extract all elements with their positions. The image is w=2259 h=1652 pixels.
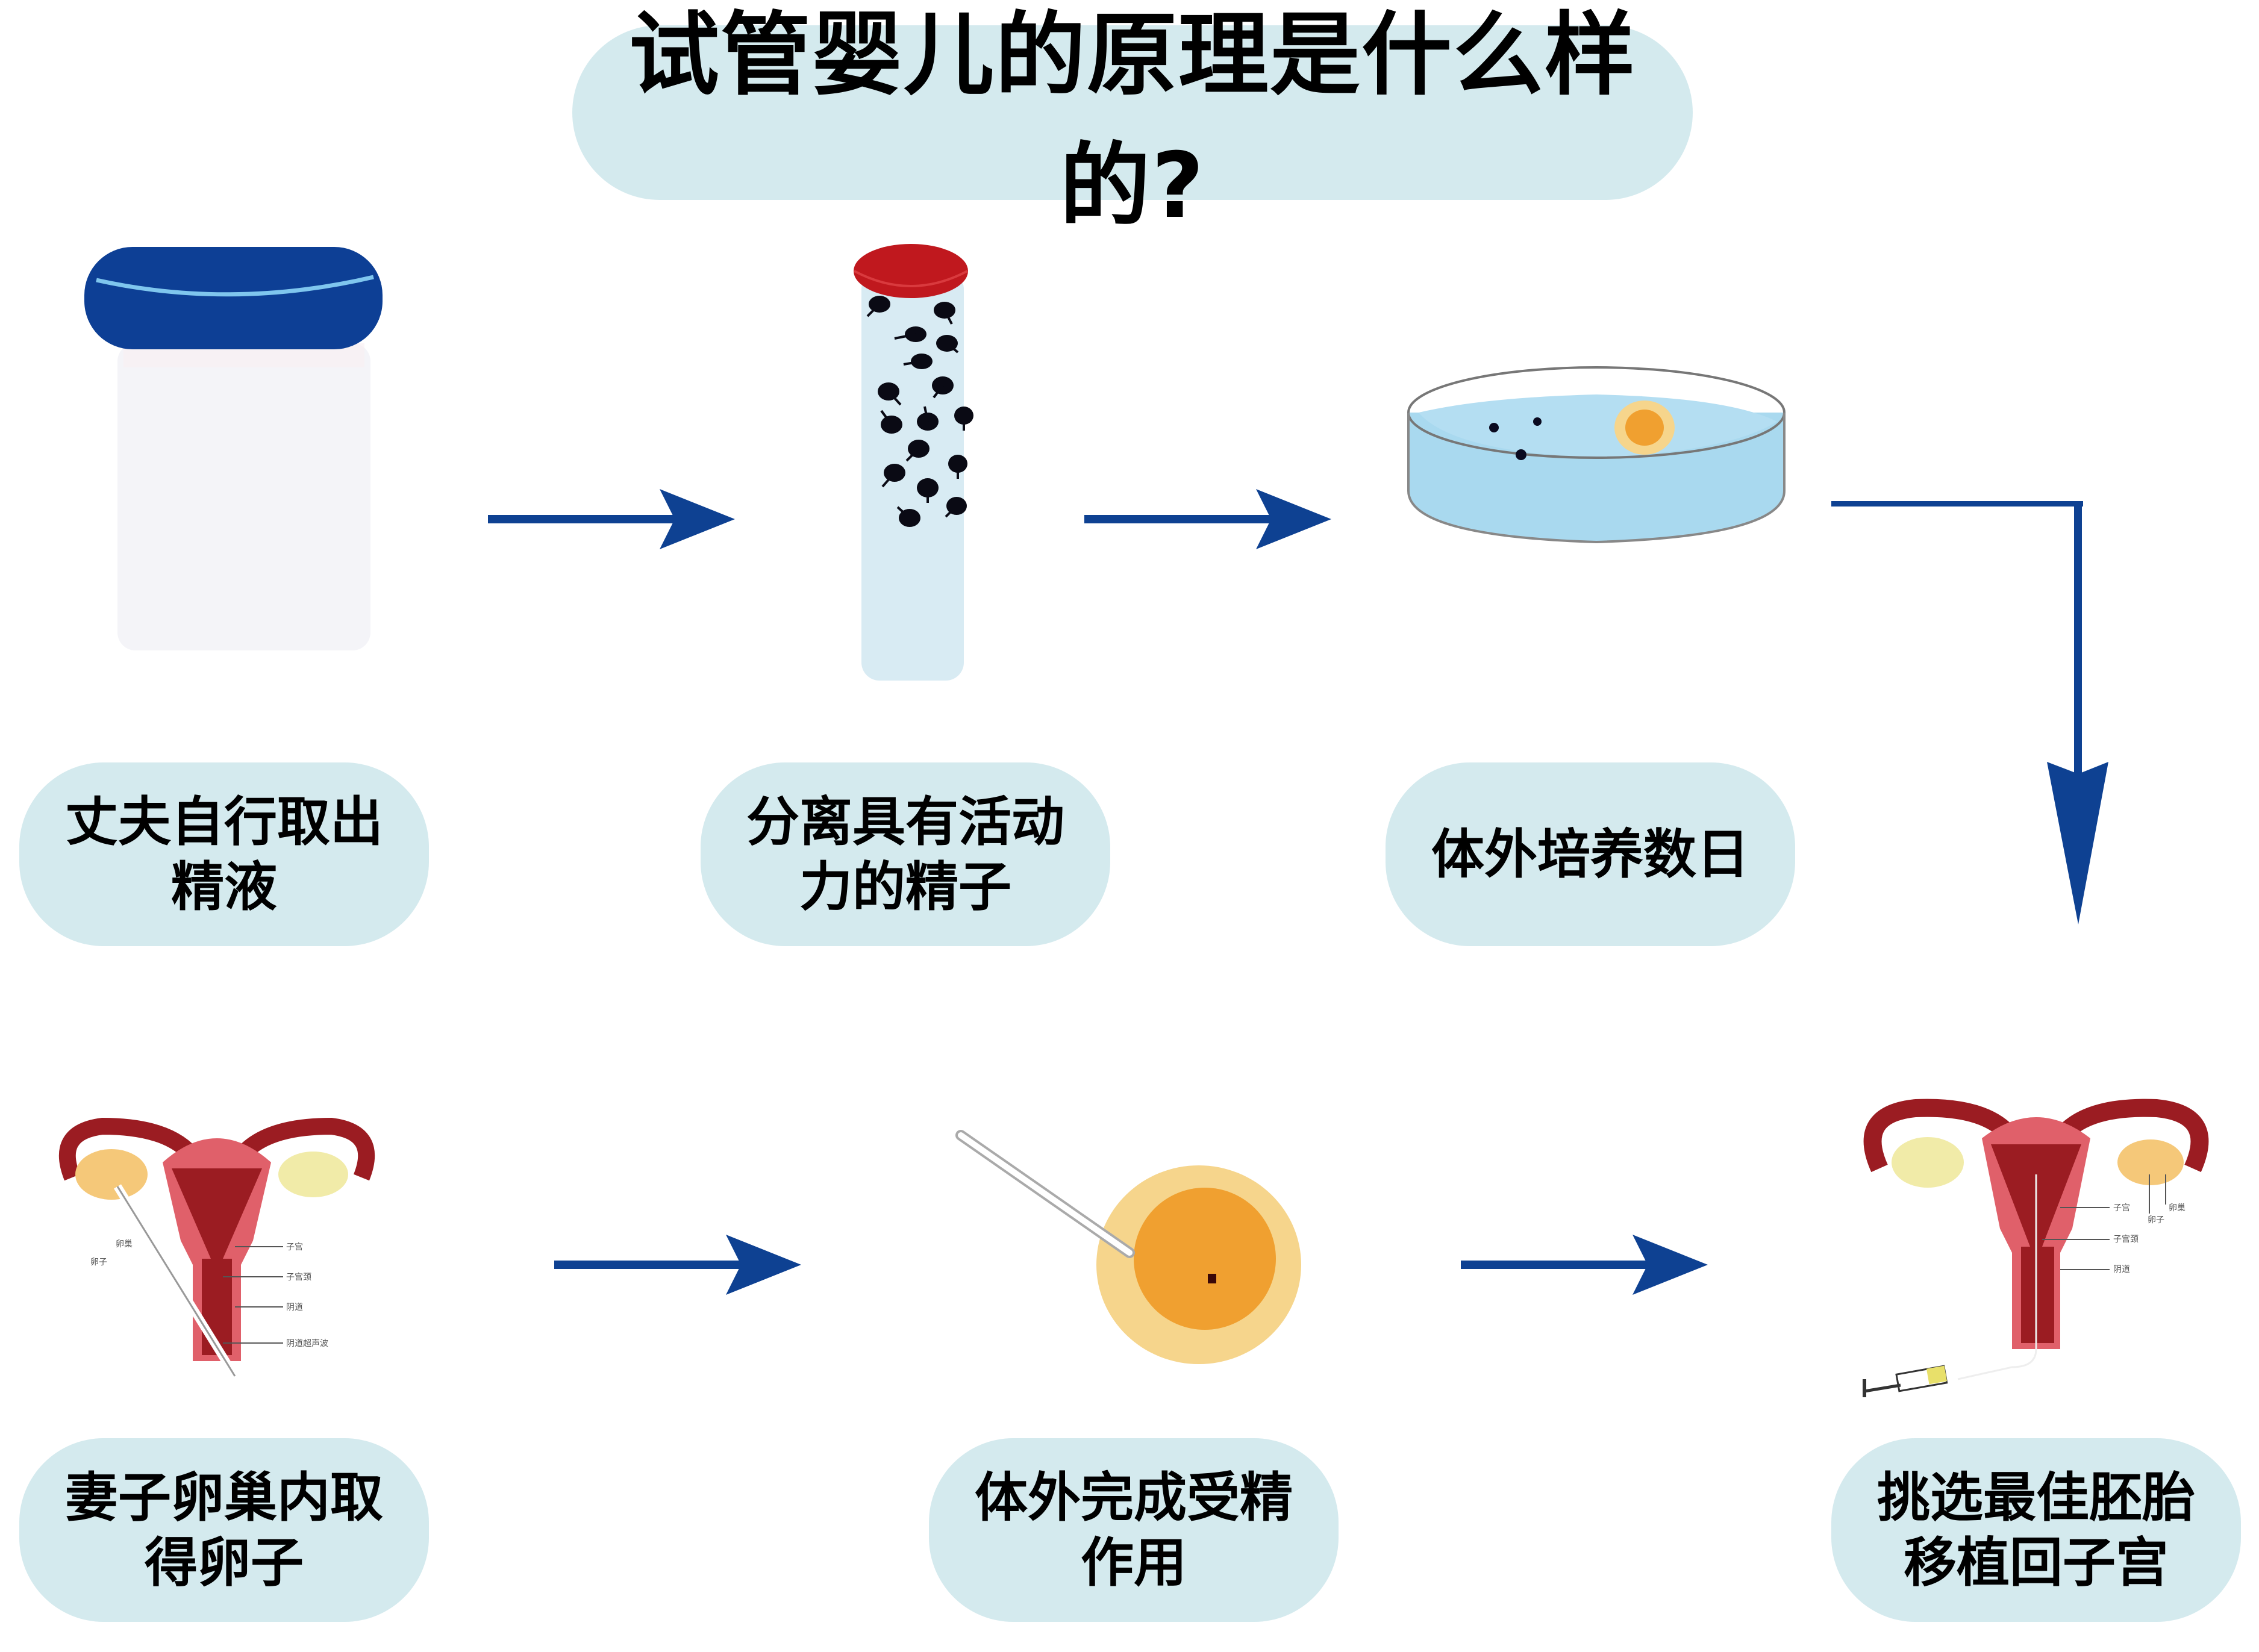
anatomy-label-vagina: 阴道: [286, 1303, 303, 1312]
arrow-right-icon: [1084, 489, 1331, 549]
step-label-line2: 精液: [170, 855, 277, 918]
step-label-line2: 作用: [1080, 1531, 1187, 1594]
step-label-collect-semen: 丈夫自行取出精液: [19, 762, 429, 946]
step-label-line2: 得卵子: [144, 1531, 304, 1594]
anatomy-label-cervix: 子宫颈: [2113, 1235, 2139, 1244]
anatomy-label-vagina: 阴道: [2113, 1265, 2130, 1274]
step-label-line1: 挑选最佳胚胎: [1876, 1466, 2195, 1529]
syringe-icon: [1863, 1365, 1948, 1397]
arrow-right-icon: [1461, 1235, 1708, 1295]
anatomy-label-ovary: 卵巢: [2169, 1203, 2186, 1213]
egg-injection-illustration: [940, 1120, 1313, 1373]
step-label-retrieve-eggs: 妻子卵巢内取得卵子: [19, 1438, 429, 1622]
step-label-fertilization: 体外完成受精作用: [929, 1438, 1339, 1622]
anatomy-label-ultrasound: 阴道超声波: [286, 1339, 328, 1348]
step-label-line1: 体外完成受精: [974, 1466, 1293, 1529]
specimen-cup-illustration: [78, 223, 440, 681]
anatomy-label-cervix: 子宫颈: [286, 1273, 311, 1282]
step-label-line1: 丈夫自行取出: [64, 790, 383, 853]
step-label-culture: 体外培养数日: [1386, 762, 1795, 946]
step-label-line1: 妻子卵巢内取: [64, 1466, 383, 1529]
step-label-line2: 力的精子: [799, 855, 1011, 918]
anatomy-label-ovary: 卵巢: [116, 1239, 133, 1249]
uterus-embryo-transfer-illustration: 子宫 子宫颈 阴道 卵巢 卵子: [1831, 1084, 2241, 1397]
arrow-elbow-down-icon: [1831, 501, 2108, 924]
uterus-egg-retrieval-illustration: 卵巢 卵子 子宫 子宫颈 阴道 阴道超声波: [30, 1108, 404, 1385]
step-label-separate-sperm: 分离具有活动力的精子: [701, 762, 1110, 946]
arrow-right-icon: [488, 489, 735, 549]
sperm-test-tube-illustration: [843, 235, 976, 693]
arrow-right-icon: [554, 1235, 801, 1295]
anatomy-label-egg: 卵子: [90, 1258, 107, 1267]
anatomy-label-uterus: 子宫: [2113, 1203, 2130, 1213]
step-label-embryo-transfer: 挑选最佳胚胎移植回子宫: [1831, 1438, 2241, 1622]
step-label-line2: 移植回子宫: [1903, 1531, 2169, 1594]
petri-dish-illustration: [1392, 355, 1801, 554]
anatomy-label-egg: 卵子: [2148, 1215, 2164, 1225]
step-label-line1: 分离具有活动: [746, 790, 1064, 853]
anatomy-label-uterus: 子宫: [286, 1242, 303, 1252]
step-label-line1: 体外培养数日: [1431, 823, 1749, 885]
